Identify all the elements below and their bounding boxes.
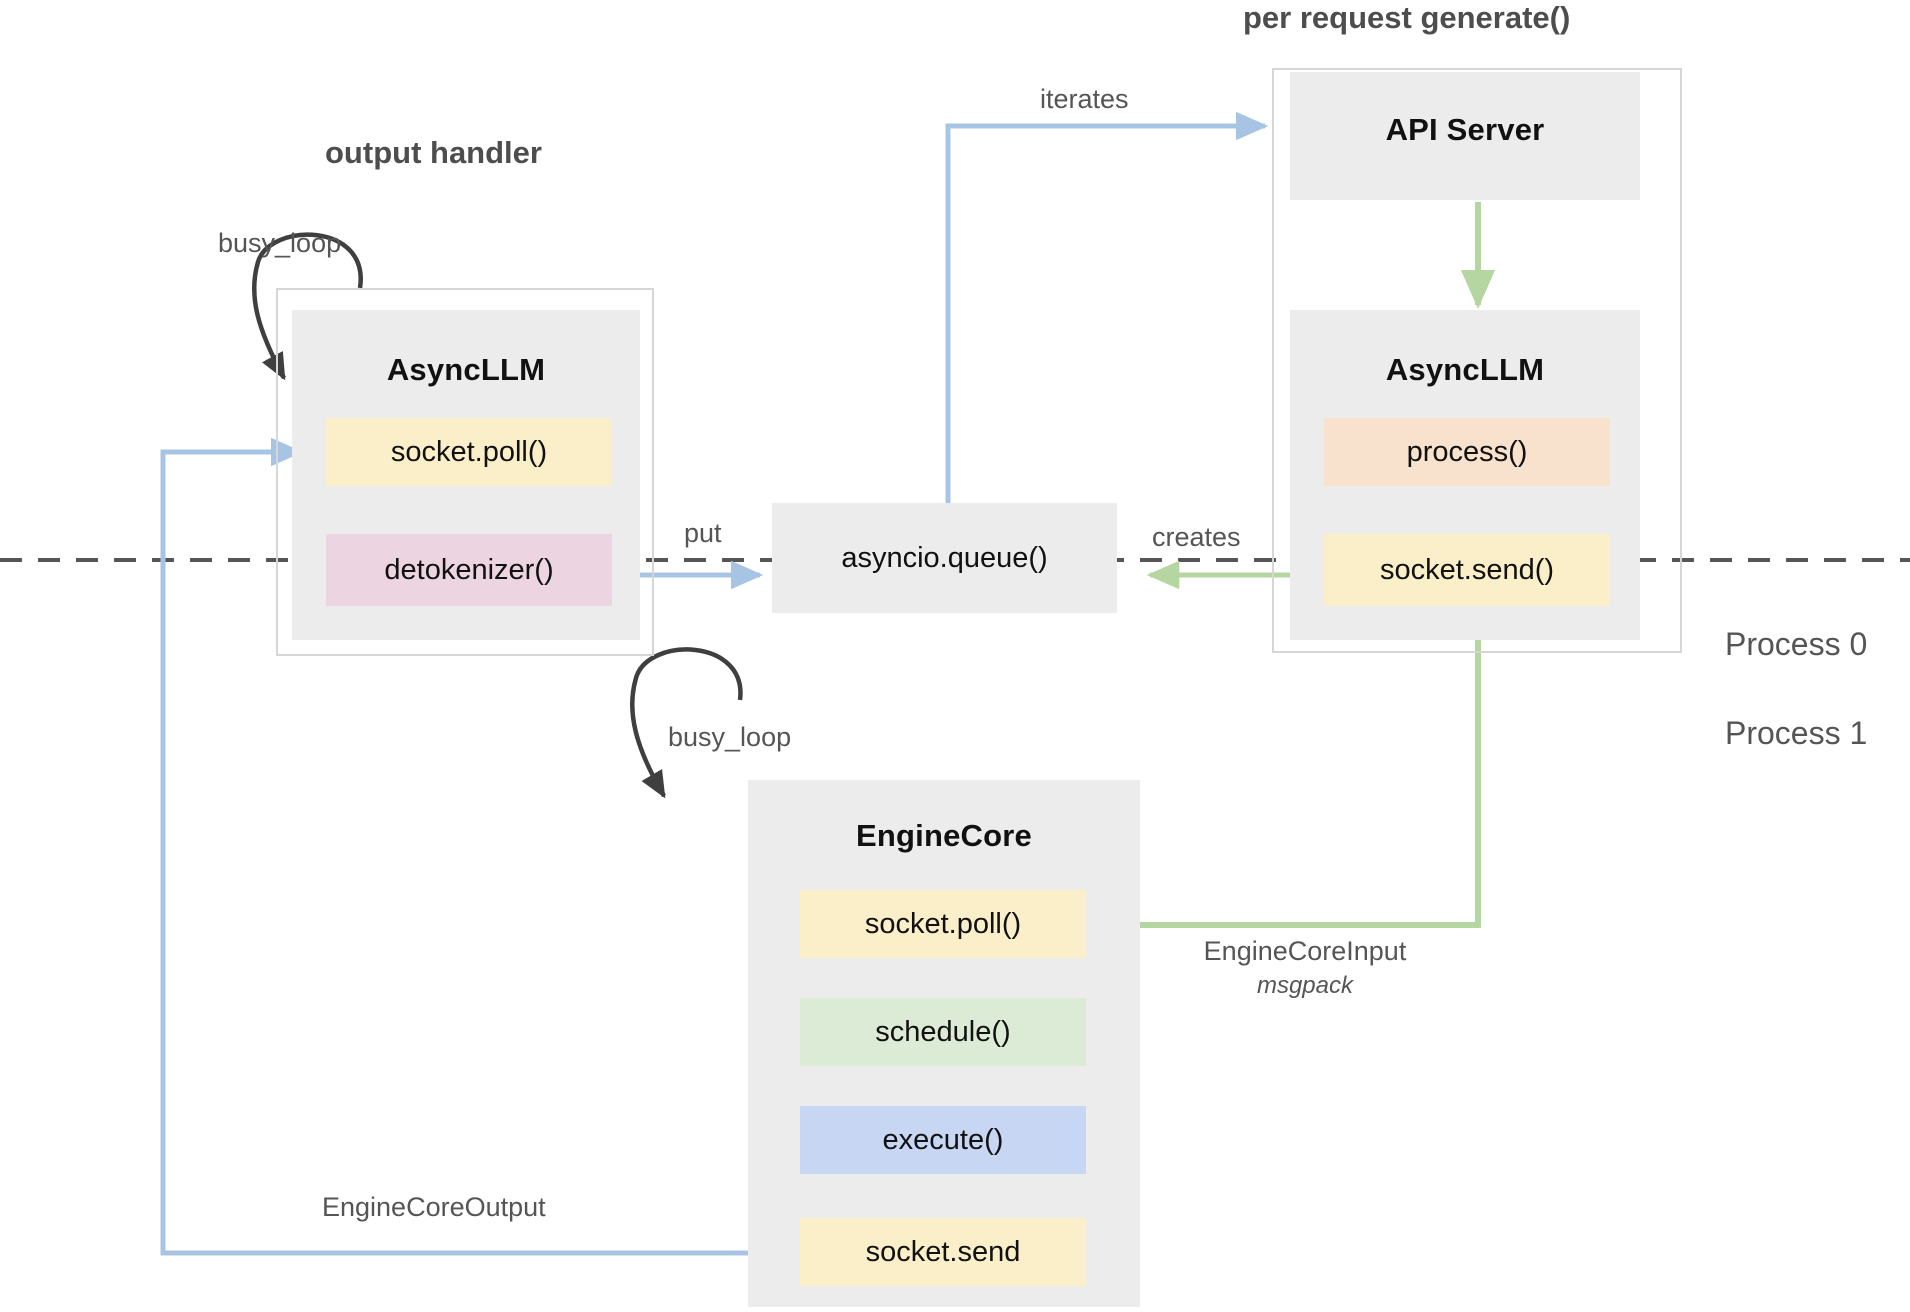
slot-asyncllm-left-socket-poll[interactable]: socket.poll() [326,418,612,486]
slot-enginecore-execute[interactable]: execute() [800,1106,1086,1174]
label-put: put [684,518,722,548]
slot-asyncllm-right-socket-send[interactable]: socket.send() [1324,534,1610,606]
process-0-label: Process 0 [1725,626,1868,662]
label-busy-loop-top: busy_loop [218,228,342,258]
slot-enginecore-schedule[interactable]: schedule() [800,998,1086,1066]
slot-enginecore-socket-send[interactable]: socket.send [800,1218,1086,1286]
slot-asyncllm-right-process[interactable]: process() [1324,418,1610,486]
iterates-edge [945,111,1269,508]
output-handler-frame [276,288,654,656]
label-engine-core-input-sub: msgpack [1256,972,1354,999]
section-title-per-request: per request generate() [1243,0,1571,35]
section-title-output-handler: output handler [325,135,542,170]
label-iterates: iterates [1040,84,1129,114]
node-title-enginecore: EngineCore [856,818,1032,853]
node-title-api-server: API Server [1385,112,1545,147]
process-1-label: Process 1 [1725,715,1868,751]
per-request-frame [1272,68,1682,653]
node-asyncio-queue[interactable]: asyncio.queue() [772,503,1117,613]
node-api-server[interactable]: API Server [1290,72,1640,200]
label-engine-core-input: EngineCoreInput [1203,936,1407,966]
label-creates: creates [1152,522,1241,552]
node-title-asyncllm-right: AsyncLLM [1385,352,1545,387]
node-title-asyncllm-left: AsyncLLM [386,352,546,387]
label-busy-loop-bottom: busy_loop [668,722,792,752]
slot-asyncllm-left-detokenizer[interactable]: detokenizer() [326,534,612,606]
slot-enginecore-socket-poll[interactable]: socket.poll() [800,890,1086,958]
label-engine-core-output: EngineCoreOutput [322,1192,546,1222]
